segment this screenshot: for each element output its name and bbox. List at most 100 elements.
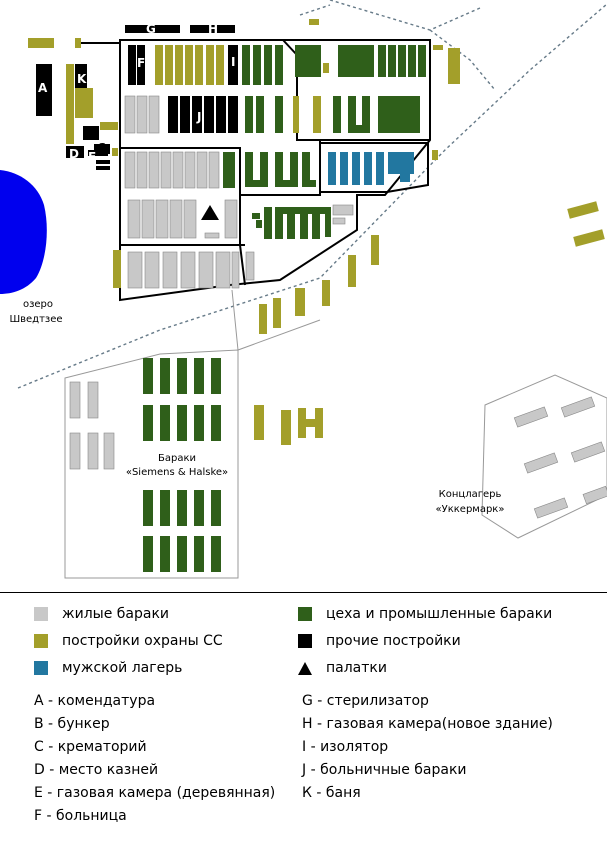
industry-u-bottom (348, 125, 370, 133)
uckermark-barrack-2 (560, 396, 596, 418)
living-barrack-row4-2 (141, 199, 155, 239)
industry-swatch (298, 607, 312, 621)
ss-building-small (112, 148, 118, 156)
building-layer (28, 19, 607, 572)
legend-industry-label: цеха и промышленные бараки (326, 606, 553, 622)
siemens-industry-r2-2 (160, 405, 170, 441)
men-barrack-1 (328, 152, 336, 185)
building-j-hospital-barrack-1 (168, 96, 178, 133)
siemens-living-bottom-2 (87, 432, 99, 470)
living-barrack-row5-5 (198, 251, 214, 289)
legend-men-label: мужской лагерь (62, 660, 183, 676)
building-h-gas-chamber-new (190, 25, 235, 33)
map-letter-b: B (85, 125, 94, 139)
living-barrack-row5-1 (127, 251, 143, 289)
key-a: А - комендатура (34, 693, 156, 709)
building-e-gas-chamber-2 (96, 160, 110, 164)
legend-other-label: прочие постройки (326, 633, 461, 649)
ss-siemens-h-bar (298, 419, 323, 427)
siemens-industry-r3-5 (211, 490, 221, 526)
legend-divider (0, 592, 607, 593)
map-letter-a: A (38, 81, 48, 95)
industry-comb-4 (312, 207, 320, 239)
legend-tents-label: палатки (326, 660, 387, 676)
siemens-industry-r2-3 (177, 405, 187, 441)
living-barrack-row5-2 (144, 251, 160, 289)
ss-building-ne-1 (433, 45, 443, 50)
men-barrack-4 (364, 152, 372, 185)
men-barrack-2 (340, 152, 348, 185)
building-d-execution (66, 146, 84, 158)
railway-line (17, 0, 607, 389)
living-small-east (332, 204, 354, 216)
ss-building-west-2 (75, 88, 93, 118)
lake-label-line2: Шведтзее (9, 314, 62, 325)
siemens-industry-r1-4 (194, 358, 204, 394)
living-barrack-row3-3 (148, 151, 160, 189)
siemens-industry-r4-4 (194, 536, 204, 572)
tent-triangle-icon (298, 661, 312, 675)
industry-w-4 (275, 152, 283, 187)
ss-far-east-1 (567, 201, 599, 219)
ss-building-ne-3 (323, 63, 329, 73)
letter-labels: A K B C D E F G H I J (38, 22, 235, 164)
ss-outside-6 (259, 304, 267, 334)
legend-living-label: жилые бараки (62, 606, 170, 622)
ss-building-west-lower (113, 250, 121, 288)
ss-building-mid-1 (432, 150, 438, 160)
uckermark-barrack-3 (523, 452, 559, 474)
industry-comb-1 (275, 207, 283, 239)
legend-other: прочие постройки (298, 633, 461, 649)
industry-barrack-top-4 (275, 45, 283, 85)
uckermark-barrack-6 (582, 485, 607, 505)
other-swatch (298, 634, 312, 648)
men-barrack-6 (388, 152, 414, 174)
uckermark-barrack-5 (533, 497, 569, 519)
ss-outside-5 (273, 298, 281, 328)
ss-building-ne-4 (313, 96, 321, 133)
siemens-industry-r1-1 (143, 358, 153, 394)
siemens-label-line2: «Siemens & Halske» (126, 467, 228, 478)
siemens-industry-r2-5 (211, 405, 221, 441)
ss-barrack-top-7 (216, 45, 224, 85)
ss-barrack-top-5 (195, 45, 203, 85)
living-barrack-row2-2 (136, 95, 148, 134)
industry-barrack-row2-3 (275, 96, 283, 133)
living-barrack-row3-4 (160, 151, 172, 189)
industry-barrack-top-1 (242, 45, 250, 85)
industry-hall-ne-1 (295, 45, 321, 77)
key-g: G - стерилизатор (302, 693, 429, 709)
industry-comb-left (264, 207, 272, 239)
ss-swatch (34, 634, 48, 648)
building-j-hospital-barrack-3 (192, 96, 202, 133)
uckermark-barrack-1 (513, 406, 549, 428)
building-j-hospital-barrack-5 (216, 96, 226, 133)
map-letter-i: I (231, 55, 235, 69)
living-swatch (34, 607, 48, 621)
ss-barrack-top-1 (155, 45, 163, 85)
ss-outside-1 (371, 235, 379, 265)
legend-ss: постройки охраны СС (34, 633, 223, 649)
legend-industry: цеха и промышленные бараки (298, 606, 552, 622)
building-e-gas-chamber (88, 150, 108, 156)
key-c: С - крематорий (34, 739, 147, 755)
siemens-industry-r4-3 (177, 536, 187, 572)
ss-outside-4 (295, 288, 305, 316)
legend-tents: палатки (298, 660, 387, 676)
living-barrack-row5-7 (231, 251, 240, 289)
industry-hall-ne-2 (338, 45, 374, 77)
industry-w-2 (245, 180, 267, 187)
ss-building-ne-2 (448, 48, 460, 84)
uckermark-label-line1: Концлагерь (439, 489, 502, 500)
industry-barrack-ne-6 (333, 96, 341, 133)
key-d: D - место казней (34, 762, 159, 778)
siemens-industry-r4-5 (211, 536, 221, 572)
building-j-hospital-barrack-6 (228, 96, 238, 133)
industry-barrack-top-2 (253, 45, 261, 85)
industry-w-5 (275, 180, 297, 187)
uckermark-label-line2: «Уккермарк» (436, 504, 505, 515)
siemens-industry-r3-2 (160, 490, 170, 526)
ss-outside-2 (348, 255, 356, 287)
ss-barrack-top-6 (206, 45, 214, 85)
living-barrack-row4-6 (224, 199, 238, 239)
